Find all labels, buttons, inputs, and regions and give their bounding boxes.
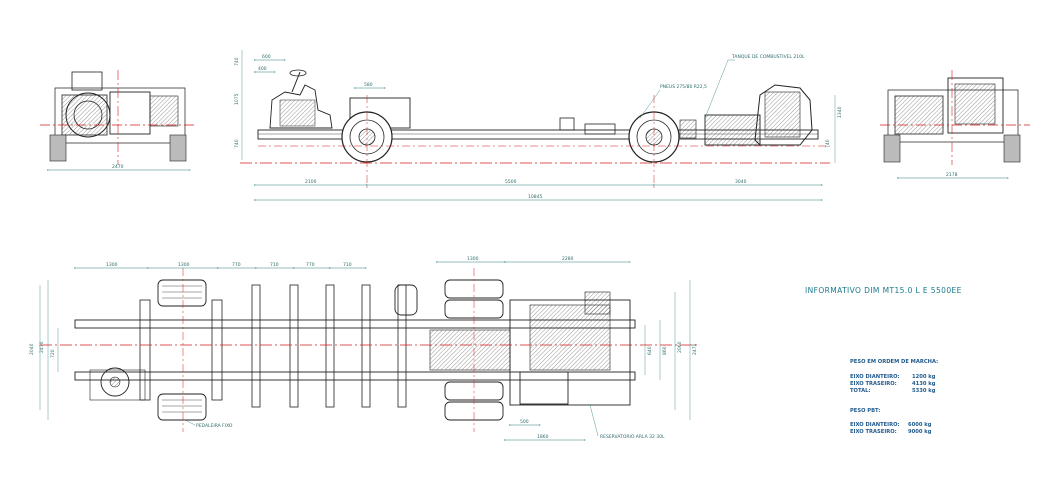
plan-dim-top-2: 1300 <box>178 262 190 268</box>
side-total-length: 10845 <box>528 194 542 200</box>
side-dim-left-2: 1075 <box>234 93 240 105</box>
label-arla-tank: RESERVATORIO ARLA 32 30L <box>600 434 665 440</box>
running-rear-value: 4130 kg <box>912 381 936 387</box>
front-view: 2470 <box>40 70 195 171</box>
running-front-label: EIXO DIANTEIRO: <box>850 374 900 380</box>
pbt-title: PESO PBT: <box>850 408 880 414</box>
running-total-label: TOTAL: <box>850 388 870 394</box>
running-total-value: 5330 kg <box>912 388 936 394</box>
plan-dim-left-1: 2040 <box>29 343 35 355</box>
plan-dim-top-3: 770 <box>232 262 241 268</box>
side-view: 600 400 580 740 1075 740 2100 5500 3040 … <box>234 50 843 201</box>
side-dim-bottom-1: 2100 <box>305 179 317 185</box>
plan-dim-top-5: 770 <box>306 262 315 268</box>
pbt-rear-value: 9000 kg <box>908 429 932 435</box>
plan-dim-top-4: 710 <box>270 262 279 268</box>
plan-dim-bottom-1: 500 <box>520 419 529 425</box>
side-dim-left-1: 740 <box>234 57 240 66</box>
plan-dim-top-7: 1300 <box>467 256 479 262</box>
plan-dim-left-2: 2470 <box>39 341 45 353</box>
side-dim-left-3: 740 <box>234 139 240 148</box>
side-dim-right-2: 740 <box>825 139 831 148</box>
running-front-value: 1200 kg <box>912 374 936 380</box>
info-panel: INFORMATIVO DIM MT15.0 L E 5500EE PESO E… <box>805 286 962 435</box>
rear-view: 2178 <box>880 70 1030 179</box>
front-view-width: 2470 <box>112 164 124 170</box>
running-rear-label: EIXO TRASEIRO: <box>850 381 897 387</box>
callout-tire: PNEUS 275/80 R22,5 <box>660 84 707 90</box>
side-dim-top-3: 580 <box>364 82 373 88</box>
running-order-title: PESO EM ORDEM DE MARCHA: <box>850 359 938 365</box>
plan-dim-right-1: 2470 <box>692 343 698 355</box>
plan-dim-top-6: 710 <box>343 262 352 268</box>
plan-dim-right-2: 2060 <box>677 341 683 353</box>
side-dim-top-1: 600 <box>262 54 271 60</box>
side-dim-right-1: 1340 <box>837 106 843 118</box>
pbt-front-value: 6000 kg <box>908 422 932 428</box>
plan-dim-bottom-2: 1860 <box>537 434 549 440</box>
rear-view-width: 2178 <box>946 172 958 178</box>
side-dim-top-2: 400 <box>258 66 267 72</box>
plan-dim-right-4: 640 <box>647 346 653 355</box>
plan-dim-right-3: 860 <box>662 346 668 355</box>
callout-fuel-tank: TANQUE DE COMBUSTIVEL 210L <box>731 54 805 60</box>
side-dim-bottom-3: 3040 <box>735 179 747 185</box>
pbt-rear-label: EIXO TRASEIRO: <box>850 429 897 435</box>
drawing-title: INFORMATIVO DIM MT15.0 L E 5500EE <box>805 286 962 295</box>
plan-dim-left-3: 720 <box>50 349 56 358</box>
plan-dim-top-8: 2280 <box>562 256 574 262</box>
plan-view: 1300 1300 770 710 770 710 1300 2280 2040… <box>29 256 700 441</box>
pbt-front-label: EIXO DIANTEIRO: <box>850 422 900 428</box>
label-steering: PEDALEIRA FIXO <box>196 423 233 429</box>
side-dim-bottom-2: 5500 <box>505 179 517 185</box>
plan-dim-top-1: 1300 <box>106 262 118 268</box>
